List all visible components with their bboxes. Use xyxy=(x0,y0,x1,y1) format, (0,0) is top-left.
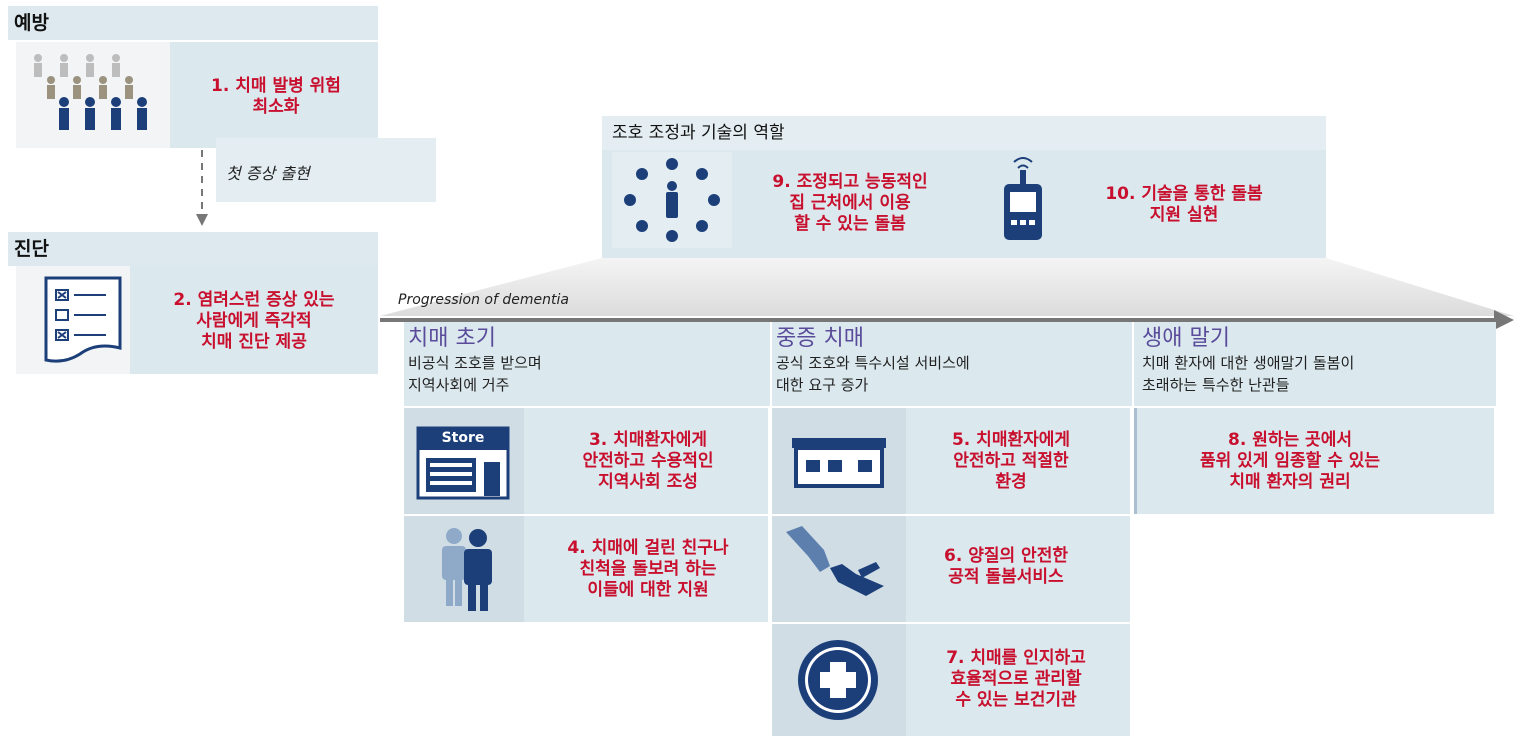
item-10-text: 10. 기술을 통한 돌봄 지원 실현 xyxy=(1105,184,1263,225)
item-4-text: 4. 치매에 걸린 친구나 친척을 돌보려 하는 이들에 대한 지원 xyxy=(567,538,729,600)
funnel-shape xyxy=(380,256,1514,322)
stage-early-title: 치매 초기 xyxy=(408,326,496,351)
diagnosis-header: 진단 xyxy=(8,232,378,266)
item-7-text: 7. 치매를 인지하고 효율적으로 관리할 수 있는 보건기관 xyxy=(946,648,1086,710)
progression-label: Progression of dementia xyxy=(398,292,569,308)
item-3-text: 3. 치매환자에게 안전하고 수용적인 지역사회 조성 xyxy=(582,430,714,492)
stage-end-title: 생애 말기 xyxy=(1142,326,1230,351)
stage-severe-desc: 공식 조호와 특수시설 서비스에 대한 요구 증가 xyxy=(776,354,970,394)
diagnosis-panel xyxy=(130,266,378,374)
checklist-icon xyxy=(16,266,130,374)
item-9-text: 9. 조정되고 능동적인 집 근처에서 이용 할 수 있는 돌봄 xyxy=(772,172,928,234)
stage-severe-title: 중증 치매 xyxy=(776,326,864,351)
population-icon xyxy=(16,42,170,148)
first-symptom-panel xyxy=(216,138,436,202)
caregiver-icon xyxy=(404,516,524,622)
dashed-arrow xyxy=(196,150,208,230)
item-1-text: 1. 치매 발병 위험 최소화 xyxy=(211,76,341,117)
item-2-text: 2. 염려스런 증상 있는 사람에게 즉각적 치매 진단 제공 xyxy=(173,290,335,352)
stage-end-desc: 치매 환자에 대한 생애말기 돌봄이 초래하는 특수한 난관들 xyxy=(1142,354,1355,394)
item-5-text: 5. 치매환자에게 안전하고 적절한 환경 xyxy=(951,430,1071,492)
medical-cross-icon xyxy=(772,624,906,736)
prevention-panel xyxy=(170,42,378,148)
item-8-text: 8. 원하는 곳에서 품위 있게 임종할 수 있는 치매 환자의 권리 xyxy=(1199,430,1381,492)
item-8-cell xyxy=(1134,408,1496,514)
coordinated-care-icon xyxy=(612,152,732,248)
device-icon xyxy=(988,152,1058,248)
item-6-text: 6. 양질의 안전한 공적 돌봄서비스 xyxy=(944,546,1068,587)
coordination-header: 조호 조정과 기술의 역할 xyxy=(602,116,1326,150)
stage-early-desc: 비공식 조호를 받으며 지역사회에 거주 xyxy=(408,354,542,394)
hands-icon xyxy=(772,516,906,622)
stage-end-header: 생애 말기 치매 환자에 대한 생애말기 돌봄이 초래하는 특수한 난관들 xyxy=(1134,322,1496,406)
store-sign: Store xyxy=(441,430,485,446)
first-symptom-label: 첫 증상 출현 xyxy=(226,164,310,183)
progression-arrow xyxy=(380,308,1514,332)
store-icon: Store xyxy=(404,408,524,514)
prevention-header: 예방 xyxy=(8,6,378,40)
stage-severe-header: 중증 치매 공식 조호와 특수시설 서비스에 대한 요구 증가 xyxy=(772,322,1132,406)
building-icon xyxy=(772,408,906,514)
stage-early-header: 치매 초기 비공식 조호를 받으며 지역사회에 거주 xyxy=(404,322,770,406)
